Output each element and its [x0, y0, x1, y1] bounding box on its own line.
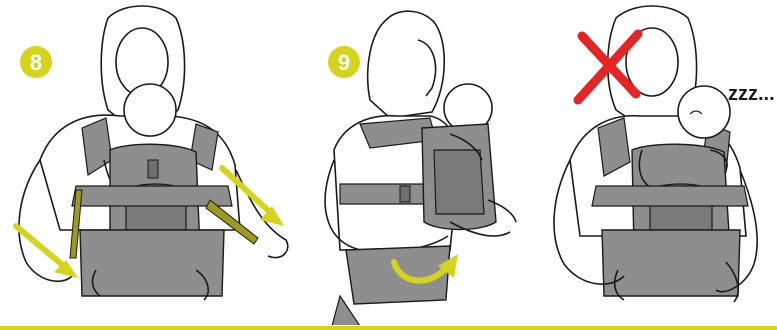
sleep-indicator: zzz...	[728, 83, 775, 105]
step-badge-9: 9	[328, 46, 360, 78]
step-number: 9	[338, 50, 350, 75]
arrow-icon	[16, 226, 78, 278]
step-number: 8	[30, 50, 42, 75]
step-badge-8: 8	[20, 46, 52, 78]
panel-step-9: 9	[300, 0, 540, 325]
panel-incorrect: zzz...	[540, 0, 777, 325]
footer-divider	[0, 326, 777, 330]
panel-step-8: 8	[0, 0, 300, 325]
